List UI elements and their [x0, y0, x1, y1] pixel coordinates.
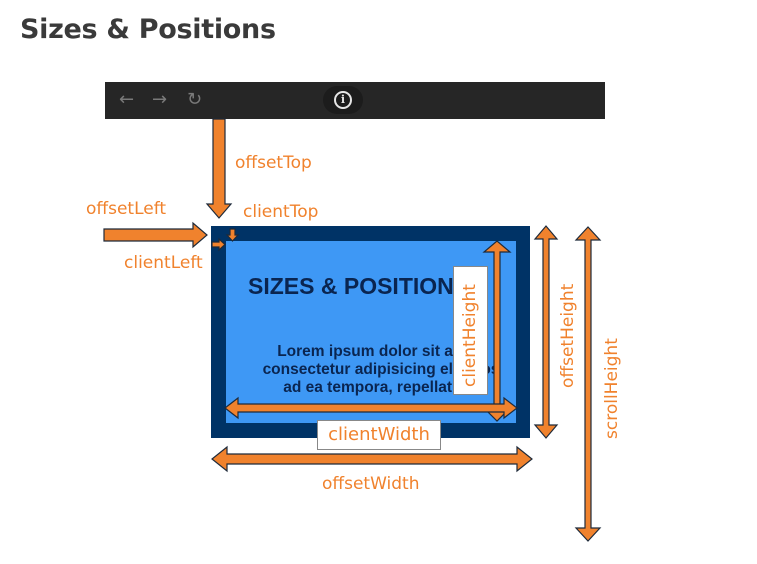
- label-offset-left: offsetLeft: [86, 199, 167, 219]
- offset-width-arrow: [211, 445, 533, 473]
- label-client-top: clientTop: [243, 202, 319, 222]
- offset-left-arrow: [103, 221, 208, 249]
- client-top-arrow: [225, 228, 240, 242]
- label-client-width: clientWidth: [317, 420, 441, 450]
- reload-icon[interactable]: ↻: [187, 89, 203, 110]
- site-info-button[interactable]: i: [323, 86, 363, 114]
- page-title: Sizes & Positions: [20, 14, 276, 45]
- label-offset-top: offsetTop: [235, 153, 312, 173]
- browser-toolbar: ← → ↻ i: [105, 82, 605, 119]
- forward-arrow-icon[interactable]: →: [152, 89, 168, 110]
- offset-height-arrow: [533, 225, 559, 439]
- client-width-arrow: [224, 396, 518, 420]
- back-arrow-icon[interactable]: ←: [119, 89, 135, 110]
- label-offset-width: offsetWidth: [322, 474, 420, 494]
- label-offset-height: offsetHeight: [558, 283, 578, 388]
- client-height-label-box: clientHeight: [453, 266, 488, 395]
- info-icon: i: [334, 91, 352, 109]
- label-scroll-height: scrollHeight: [602, 338, 622, 439]
- label-client-height: clientHeight: [460, 284, 480, 387]
- offset-top-arrow: [205, 118, 233, 219]
- client-left-arrow: [211, 237, 226, 252]
- content-heading: SIZES & POSITIONS: [248, 273, 470, 299]
- label-client-left: clientLeft: [124, 253, 203, 273]
- scroll-height-arrow: [574, 226, 602, 542]
